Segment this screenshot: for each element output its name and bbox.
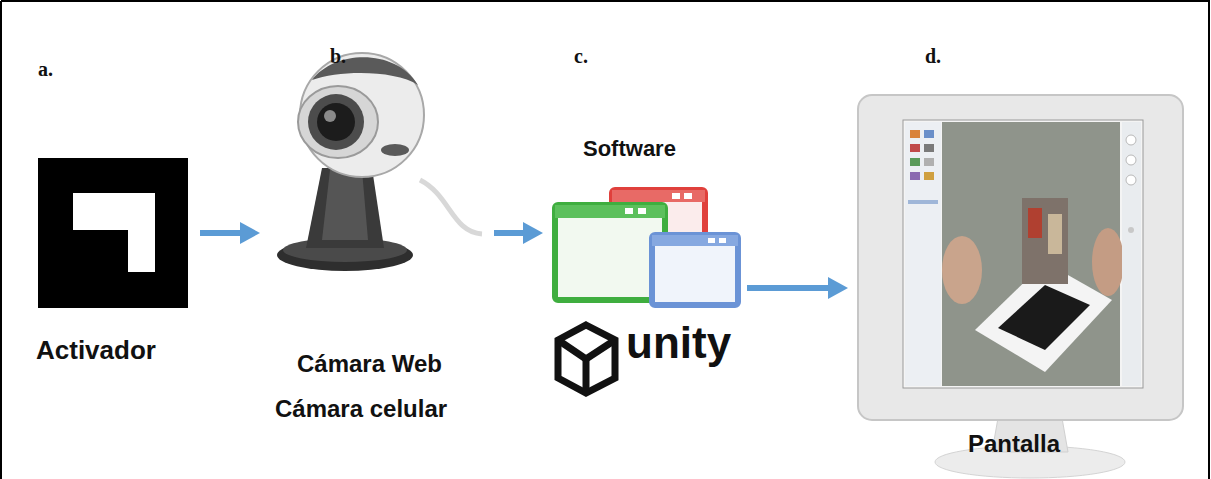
step-letter: c. [574,45,588,67]
frame-line [0,1,2,479]
step-letter: d. [925,45,941,67]
stage-panel: Pantalla [850,90,1195,476]
stage-caption: Software [583,136,676,161]
stage-panel: Cámara WebCámara celular [262,40,492,425]
step-letter: a. [38,58,53,80]
software-windows [555,190,738,305]
stage-caption: Activador [36,336,156,366]
flow-arrow [494,230,529,236]
flow-arrow [200,230,246,236]
step-letter: b. [330,45,346,67]
flow-arrow [747,285,834,291]
stage-panel: Software unity [545,130,745,405]
frame-line [1,0,1210,2]
stage-caption: Pantalla [968,430,1060,458]
webcam-picture [277,53,482,271]
stage-subcaption: unity [626,318,731,369]
stage-subcaption: Cámara celular [275,395,447,423]
frame-line [1208,1,1210,479]
stage-caption: Cámara Web [297,350,442,378]
unity-symbol [558,325,615,393]
ar-marker [38,158,188,308]
monitor-picture [858,95,1183,478]
stage-panel: Activador [30,150,198,375]
